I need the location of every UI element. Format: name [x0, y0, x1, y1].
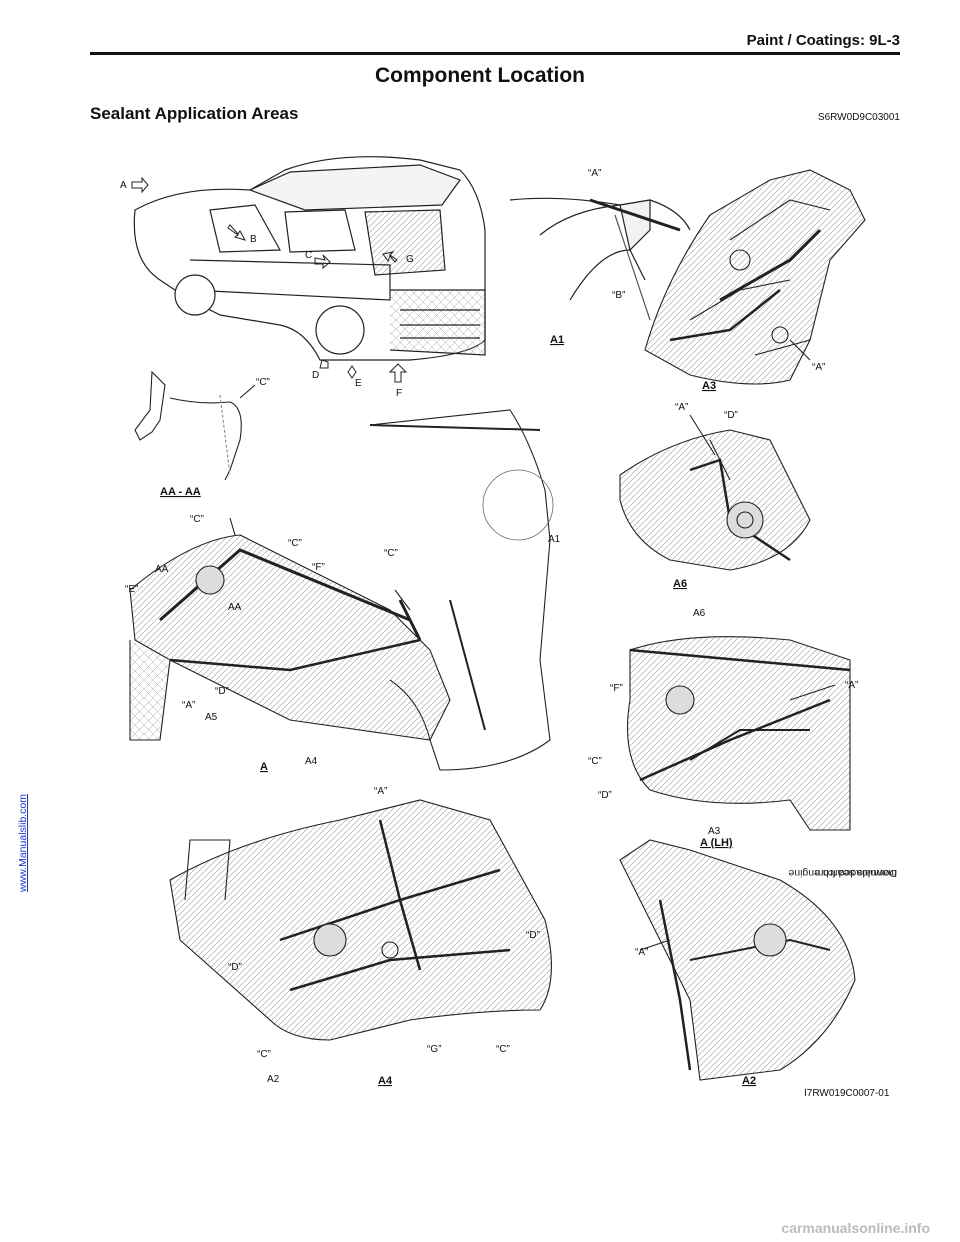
view-label-a3: A3 [702, 380, 716, 392]
a1-callout-b: “B” [612, 290, 625, 301]
main-a4-label: A4 [305, 756, 318, 767]
a2-callout-a: “A” [635, 947, 648, 958]
view-label-a4: A4 [378, 1075, 393, 1087]
main-callout-a: “A” [182, 700, 195, 711]
main-aa-label: AA [155, 564, 169, 575]
a3v-a3-label: A3 [708, 826, 721, 837]
download-banner: Downloaded from www.Manualslib.com manua… [4, 12, 897, 912]
sealant-figure: A B C G D E F “A” “B” A1 “A” A3 [90, 140, 900, 1108]
car-label-a: A [120, 180, 127, 191]
view-label-a1: A1 [550, 334, 564, 346]
car-label-g: G [406, 254, 414, 265]
page-header: Paint / Coatings: 9L-3 [90, 30, 900, 54]
main-callout-c2: “C” [288, 538, 302, 549]
main-a1-label: A1 [548, 534, 561, 545]
view-label-aa: AA - AA [160, 486, 201, 498]
detail-a3-view-drawing [627, 636, 851, 831]
car-label-b: B [250, 234, 257, 245]
detail-a6-drawing [619, 414, 811, 571]
header-title: Paint / Coatings: 9L-3 [746, 32, 900, 49]
main-callout-d: “D” [215, 686, 229, 697]
a4-callout-d2: “D” [228, 962, 242, 973]
detail-a2-drawing [619, 839, 856, 1081]
view-label-a6: A6 [673, 578, 687, 590]
a4-a2-label: A2 [267, 1074, 280, 1085]
a1-callout-a: “A” [588, 168, 601, 179]
a4-callout-c1: “C” [257, 1049, 271, 1060]
car-label-d: D [312, 370, 319, 381]
a3v-callout-a: “A” [845, 680, 858, 691]
detail-a3-drawing [644, 169, 866, 385]
a6-callout-a: “A” [675, 402, 688, 413]
view-label-a2: A2 [742, 1075, 756, 1087]
car-label-c: C [305, 250, 312, 261]
car-overview-drawing [133, 156, 486, 361]
detail-a1-drawing [509, 197, 691, 321]
a3v-a6-label: A6 [693, 608, 706, 619]
figure-id: I7RW019C0007-01 [804, 1088, 890, 1099]
main-body-drawing [129, 409, 554, 771]
manualslib-link[interactable]: www.Manualslib.com [17, 793, 29, 892]
car-label-e: E [355, 378, 362, 389]
a4-callout-c2: “C” [496, 1044, 510, 1055]
a4-callout-g: “G” [427, 1044, 441, 1055]
figure-svg: A B C G D E F “A” “B” A1 “A” A3 [120, 156, 890, 1099]
main-callout-c1: “C” [190, 514, 204, 525]
section-aa-drawing [134, 370, 256, 481]
header-rule [90, 52, 900, 55]
a3-callout-a: “A” [812, 362, 825, 373]
view-label-a-lh: A (LH) [700, 837, 733, 849]
arrow-c-icon [314, 254, 331, 270]
page-title: Component Location [375, 64, 585, 87]
detail-a4-drawing [169, 799, 552, 1041]
arrow-a-icon [131, 176, 149, 194]
aa-callout-c: “C” [256, 377, 270, 388]
a4-callout-d1: “D” [526, 930, 540, 941]
section-code: S6RW0D9C03001 [817, 112, 900, 123]
view-label-a: A [260, 761, 268, 773]
car-label-f: F [396, 388, 402, 399]
main-a5-label: A5 [205, 712, 218, 723]
footer-site-watermark: carmanualsonline.info [781, 1220, 930, 1236]
car-arrows [131, 176, 408, 383]
arrow-g-icon [382, 251, 398, 263]
main-callout-e: “E” [125, 584, 138, 595]
arrow-e-icon [347, 365, 357, 379]
main-aa-label-2: AA [228, 602, 242, 613]
arrow-f-icon [388, 363, 408, 383]
main-callout-f: “F” [312, 562, 325, 573]
a3v-callout-c: “C” [588, 756, 602, 767]
a6-callout-d: “D” [724, 410, 738, 421]
main-callout-c3: “C” [384, 548, 398, 559]
a3v-callout-d: “D” [598, 790, 612, 801]
arrow-d-icon [319, 359, 329, 369]
a4-callout-a: “A” [374, 786, 387, 797]
a3v-callout-f: “F” [610, 683, 623, 694]
section-title: Sealant Application Areas [90, 104, 299, 123]
arrow-b-icon [227, 224, 247, 241]
